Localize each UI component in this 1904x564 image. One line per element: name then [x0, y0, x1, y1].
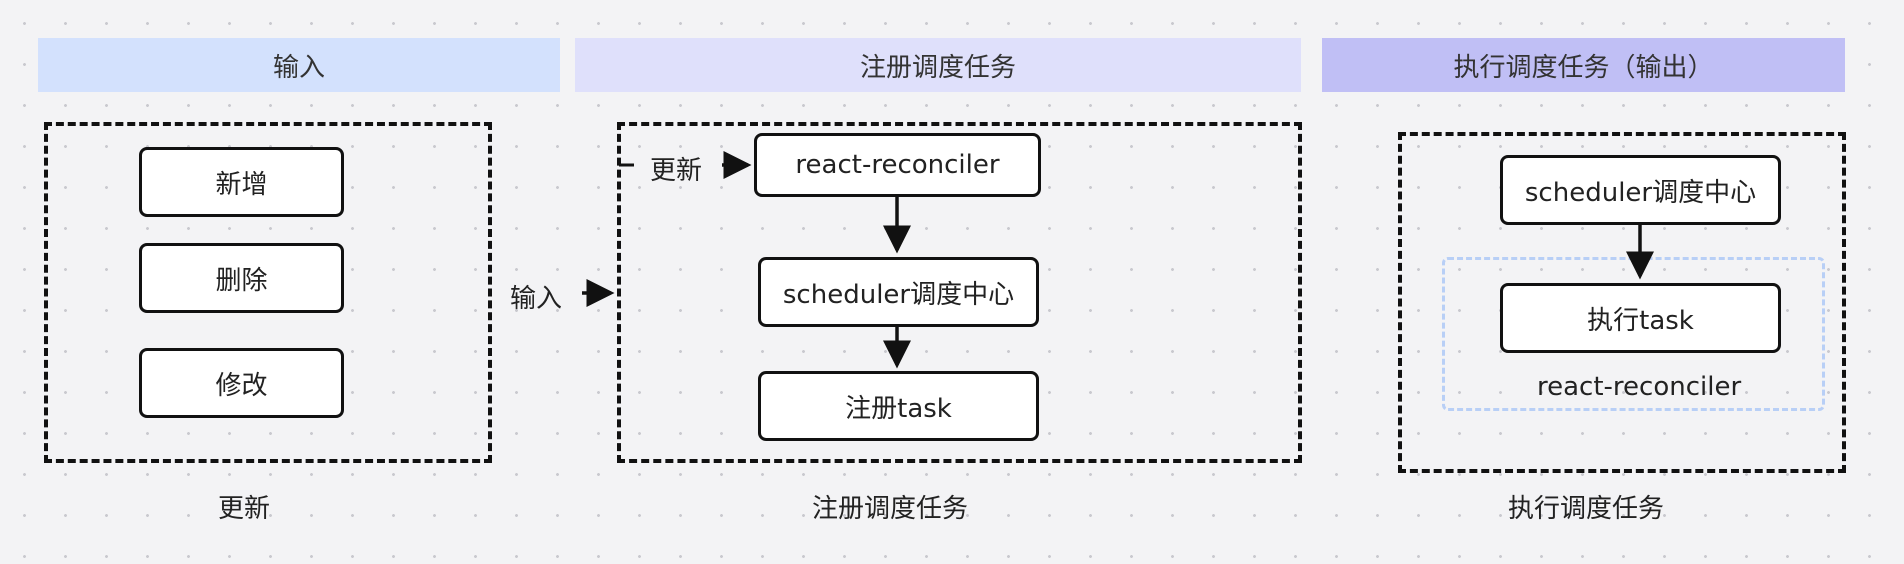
- update-arrow-label: 更新: [650, 156, 703, 186]
- input-arrow-label: 输入: [510, 284, 563, 314]
- execute-group-frame: [1398, 132, 1846, 473]
- register-group-frame: [617, 122, 1302, 463]
- execute-group-caption: 执行调度任务: [1508, 494, 1665, 524]
- update-group-caption: 更新: [218, 494, 271, 524]
- exec-task-node[interactable]: 执行task: [1500, 283, 1781, 353]
- reconciler-node[interactable]: react-reconciler: [754, 133, 1041, 197]
- scheduler-node-execute[interactable]: scheduler调度中心: [1500, 155, 1781, 225]
- header-input: 输入: [38, 38, 560, 92]
- header-register: 注册调度任务: [575, 38, 1301, 92]
- modify-node[interactable]: 修改: [139, 348, 344, 418]
- scheduler-node-register[interactable]: scheduler调度中心: [758, 257, 1039, 327]
- add-node[interactable]: 新增: [139, 147, 344, 217]
- register-group-caption: 注册调度任务: [812, 494, 969, 524]
- inner-reconciler-label: react-reconciler: [1537, 372, 1742, 402]
- header-execute: 执行调度任务（输出）: [1322, 38, 1845, 92]
- update-group-frame: [44, 122, 492, 463]
- register-task-node[interactable]: 注册task: [758, 371, 1039, 441]
- delete-node[interactable]: 删除: [139, 243, 344, 313]
